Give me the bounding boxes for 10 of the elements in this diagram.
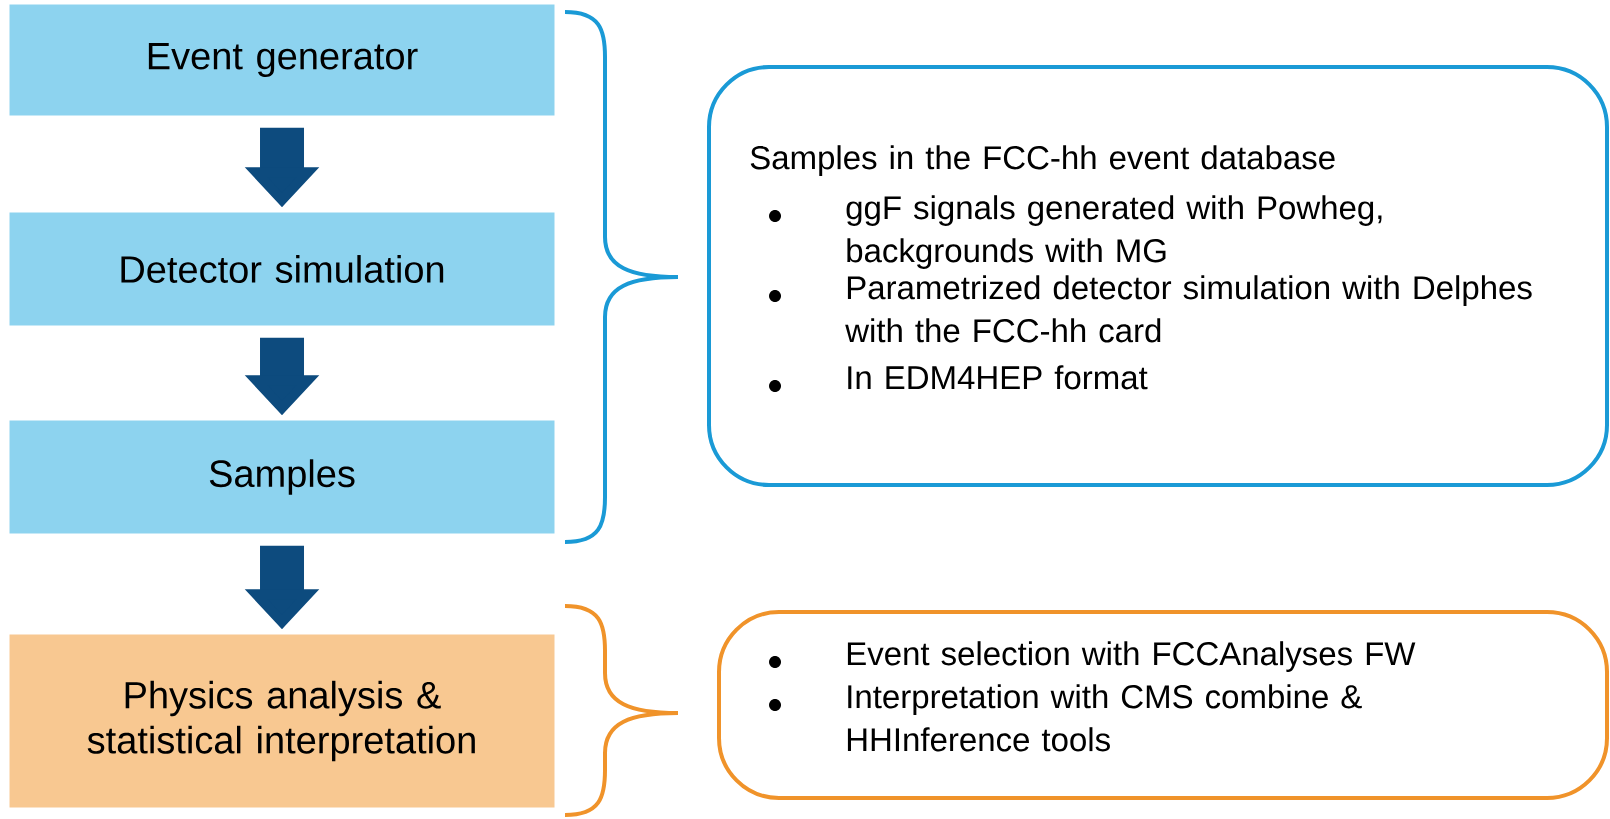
panel-heading: Samples in the FCC-hh event database [750, 145, 1335, 176]
bullet-item: Interpretation with CMS combine & HHInference tools [769, 684, 1362, 752]
bullet-item: Event selection with FCCAnalyses FW [769, 641, 1416, 672]
process-box: Event generator [9, 4, 555, 116]
bullet-item: In EDM4HEP format [769, 365, 1148, 392]
process-box: Detector simulation [9, 212, 555, 326]
process-box: Samples [9, 420, 555, 534]
bullet-item: ggF signals generated with Powheg, backgrounds with MG [769, 195, 1382, 269]
process-box: Physics analysis & statistical interpretation [9, 634, 555, 808]
bullet-item: Parametrized detector simulation with Delphes with the FCC-hh card [769, 275, 1532, 343]
